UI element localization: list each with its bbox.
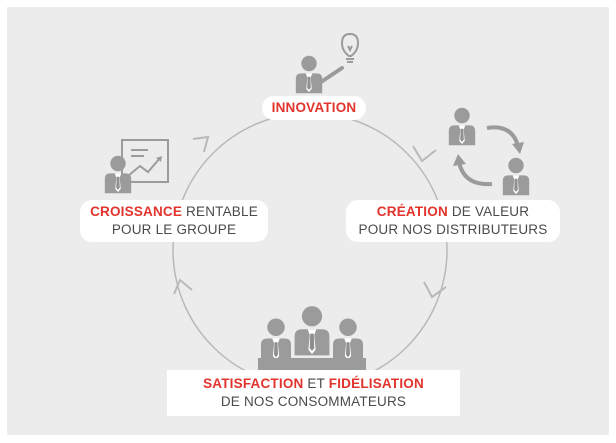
stage-satisfaction-title2: FIDÉLISATION [328, 376, 424, 391]
stage-satisfaction-mid: ET [303, 376, 329, 391]
stage-croissance-rest: RENTABLE [182, 204, 258, 219]
arrow-right-upper-icon [412, 145, 437, 163]
person-chart-icon [104, 139, 169, 194]
stage-croissance-line2: POUR LE GROUPE [111, 222, 237, 237]
group-of-people-icon [258, 306, 366, 370]
stage-creation-rest: DE VALEUR [447, 204, 530, 219]
people-exchange-icon [448, 107, 530, 196]
stage-satisfaction: SATISFACTION ET FIDÉLISATION DE NOS CONS… [167, 370, 460, 416]
arrow-right-lower-icon [423, 281, 447, 299]
stage-innovation: INNOVATION [262, 96, 366, 120]
arrow-left-lower-icon [173, 278, 193, 295]
stage-creation-title: CRÉATION [376, 204, 448, 219]
stage-creation: CRÉATION DE VALEUR POUR NOS DISTRIBUTEUR… [346, 200, 560, 242]
stage-satisfaction-title: SATISFACTION [203, 376, 304, 391]
arrow-top-left-icon [192, 135, 210, 153]
stage-satisfaction-line2: DE NOS CONSOMMATEURS [220, 394, 407, 409]
stage-croissance-title: CROISSANCE [90, 204, 183, 219]
stage-croissance: CROISSANCE RENTABLE POUR LE GROUPE [80, 200, 268, 242]
person-with-lightbulb-icon [295, 32, 360, 94]
stage-creation-line2: POUR NOS DISTRIBUTEURS [358, 222, 548, 237]
stage-innovation-title: INNOVATION [271, 100, 357, 115]
